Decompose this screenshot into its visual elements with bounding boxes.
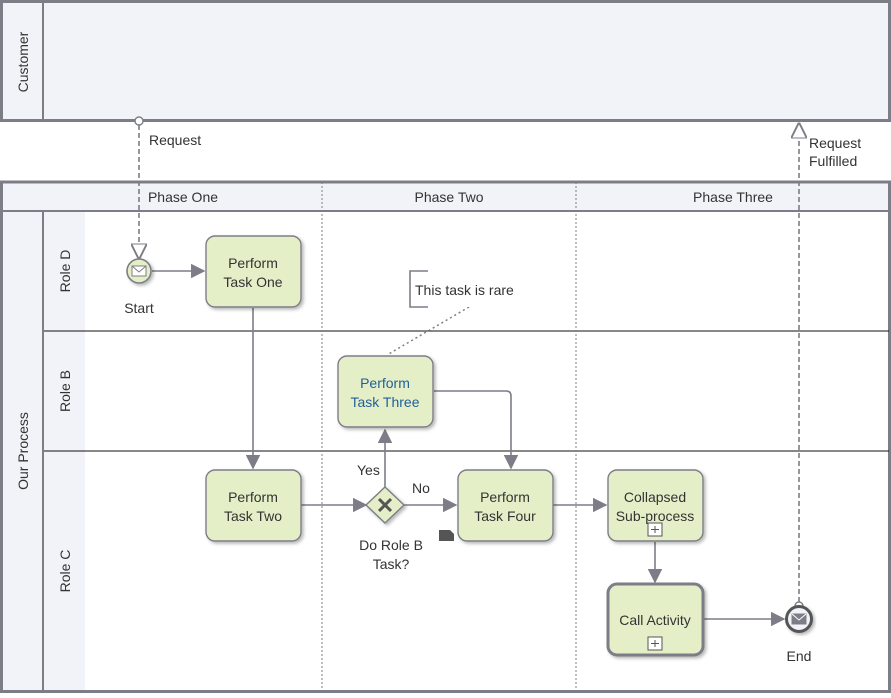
expand-marker-icon[interactable] [647, 522, 663, 537]
x-mark-icon [377, 497, 393, 513]
phase-two-label: Phase Two [414, 189, 483, 205]
flow-task-three-to-task-four[interactable] [434, 390, 519, 470]
subprocess-label-line2: Sub-process [616, 508, 695, 524]
start-event[interactable]: Start [124, 258, 154, 316]
call-activity[interactable]: Call Activity [606, 582, 705, 657]
task-perform-task-one[interactable]: Perform Task One [205, 235, 302, 308]
gateway-no-label: No [412, 480, 430, 496]
envelope-icon [131, 265, 147, 277]
gateway-yes-label: Yes [357, 462, 380, 478]
lane-role-c-label: Role C [57, 550, 73, 593]
subprocess-label-line1: Collapsed [624, 489, 686, 505]
task-perform-task-two[interactable]: Perform Task Two [205, 469, 302, 542]
task-three-label-line2[interactable]: Task Three [351, 394, 420, 410]
annotation-text: This task is rare [415, 282, 514, 298]
message-fulfilled-label-line1: Request [809, 135, 861, 151]
message-request-label: Request [149, 132, 201, 148]
message-flow-request[interactable]: Request [135, 116, 201, 258]
end-event-label: End [787, 648, 812, 664]
exclusive-gateway[interactable]: Do Role B Task? Yes No [357, 462, 430, 572]
text-annotation[interactable]: This task is rare [386, 270, 528, 356]
message-fulfilled-label-line2: Fulfilled [809, 153, 857, 169]
customer-pool-label: Customer [15, 31, 31, 92]
lane-role-b-label: Role B [57, 370, 73, 412]
envelope-icon [791, 613, 807, 625]
task-three-label-line1[interactable]: Perform [360, 375, 410, 391]
gateway-label-line1: Do Role B [359, 537, 423, 553]
expand-marker-icon[interactable] [647, 636, 663, 651]
process-pool: Our Process Phase One Phase Two Phase Th… [0, 180, 891, 693]
gateway-label-line2: Task? [373, 556, 410, 572]
task-four-label-line2: Task Four [474, 508, 536, 524]
end-event[interactable]: End [785, 605, 813, 665]
data-object-icon[interactable] [439, 530, 454, 541]
phase-three-label: Phase Three [693, 189, 773, 205]
task-perform-task-four[interactable]: Perform Task Four [457, 469, 554, 542]
task-one-label-line2: Task One [223, 274, 282, 290]
phase-one-label: Phase One [148, 189, 218, 205]
task-perform-task-three[interactable]: Perform Task Three [337, 355, 434, 428]
task-four-label-line1: Perform [480, 489, 530, 505]
lane-role-d-label: Role D [57, 250, 73, 293]
task-one-label-line1: Perform [228, 255, 278, 271]
task-two-label-line1: Perform [228, 489, 278, 505]
sequence-flows [152, 263, 786, 627]
start-event-label: Start [124, 300, 154, 316]
process-pool-label: Our Process [15, 412, 31, 490]
collapsed-subprocess[interactable]: Collapsed Sub-process [607, 469, 704, 542]
task-two-label-line2: Task Two [224, 508, 282, 524]
call-activity-label: Call Activity [619, 612, 691, 628]
customer-pool: Customer [0, 0, 891, 122]
